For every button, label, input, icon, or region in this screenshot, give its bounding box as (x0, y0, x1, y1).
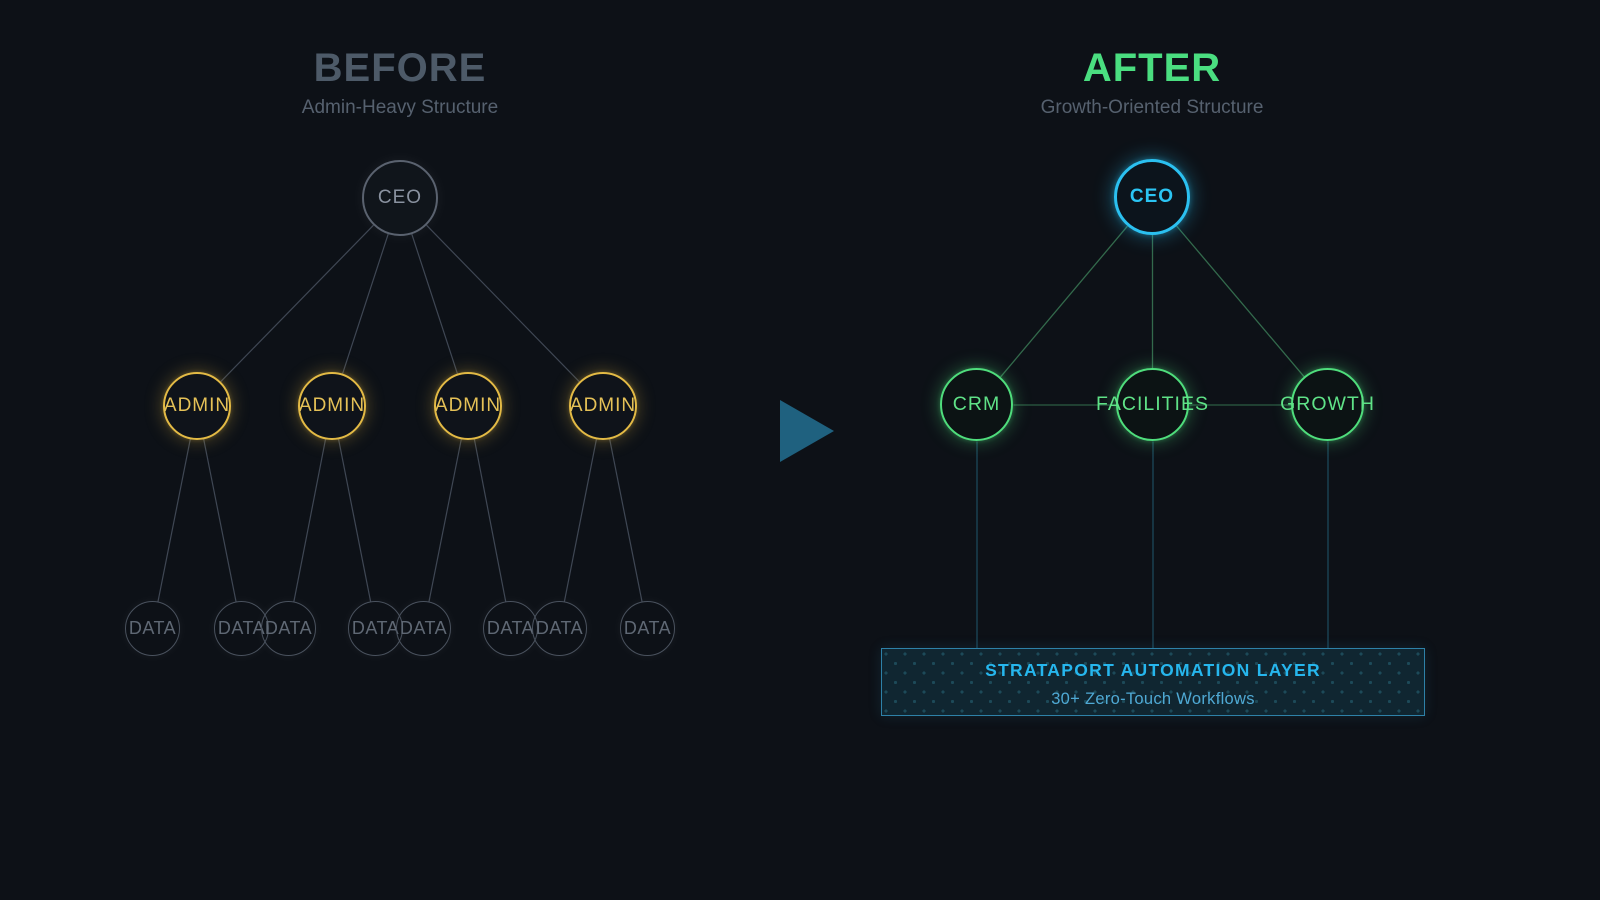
node-admin-4: ADMIN (569, 372, 637, 440)
node-admin-2: ADMIN (298, 372, 366, 440)
link-admin4-data8 (609, 439, 643, 603)
page-title-after: AFTER (1082, 46, 1222, 90)
automation-feed-links (976, 441, 1329, 648)
node-data-6: DATA (483, 601, 538, 656)
node-data-8: DATA (620, 601, 675, 656)
link-admin4-data7 (563, 439, 597, 603)
before-tree-links (157, 224, 643, 603)
node-data-7: DATA (532, 601, 587, 656)
link-ceo-admin-4 (426, 224, 580, 383)
link-admin1-data2 (203, 439, 237, 603)
automation-layer-subtitle: 30+ Zero-Touch Workflows (1051, 690, 1255, 708)
automation-layer-box: STRATAPORT AUTOMATION LAYER 30+ Zero-Tou… (881, 648, 1425, 716)
transform-arrow-icon (780, 400, 834, 462)
link-ceo-admin-2 (342, 233, 389, 374)
node-facilities: FACILITIES (1096, 368, 1208, 441)
link-admin3-data5 (428, 439, 462, 603)
node-data-4: DATA (348, 601, 403, 656)
after-tree-links (1000, 225, 1305, 378)
node-admin-1: ADMIN (163, 372, 231, 440)
before-subtitle: Admin-Heavy Structure (301, 97, 499, 118)
node-growth: GROWTH (1280, 368, 1374, 441)
link-admin3-data6 (473, 439, 507, 603)
link-ceo-admin-1 (220, 224, 374, 383)
node-data-5: DATA (396, 601, 451, 656)
link-ceo-crm (1000, 225, 1128, 378)
node-ceo-after: CEO (1114, 159, 1190, 235)
node-data-1: DATA (125, 601, 180, 656)
link-admin1-data1 (157, 439, 191, 603)
node-admin-3: ADMIN (434, 372, 502, 440)
after-subtitle: Growth-Oriented Structure (1040, 97, 1264, 118)
node-data-3: DATA (261, 601, 316, 656)
page-title-before: BEFORE (313, 46, 487, 90)
link-admin2-data3 (293, 439, 327, 603)
link-admin2-data4 (338, 439, 372, 603)
link-ceo-growth (1176, 225, 1305, 378)
link-ceo-admin-3 (411, 233, 458, 374)
automation-layer-title: STRATAPORT AUTOMATION LAYER (985, 660, 1321, 680)
node-crm: CRM (940, 368, 1013, 441)
node-ceo-before: CEO (362, 160, 438, 236)
